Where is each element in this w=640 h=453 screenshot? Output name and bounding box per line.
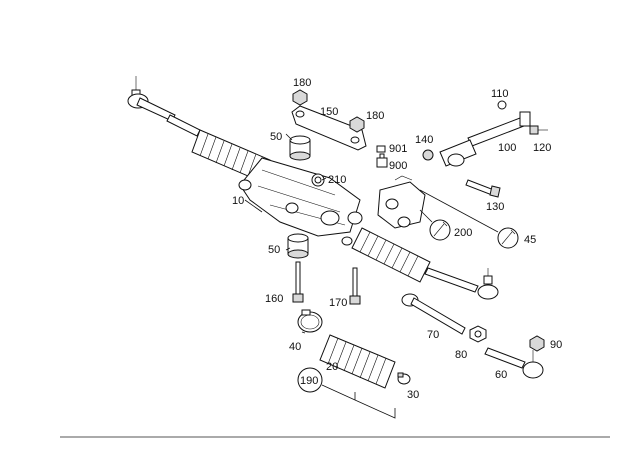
callout-110: 110 [491,88,509,100]
nut-180-left [292,89,308,106]
callout-30: 30 [407,389,419,401]
callout-180-right: 180 [366,110,384,122]
nut-180-right [349,116,365,133]
rubber-mount-upper [289,135,311,161]
callout-901: 901 [389,143,407,155]
steering-gear-housing [238,157,363,246]
nut-80 [469,325,487,343]
washer-140 [422,149,434,161]
bolt-160 [292,261,304,303]
clamp-40 [297,309,323,333]
callout-100: 100 [498,142,516,154]
connector-symbol-900 [376,153,388,168]
bolt-130 [465,179,501,198]
leader-lines [244,133,327,334]
clamp-30 [397,372,411,385]
mounting-plate [291,105,367,151]
callout-160: 160 [265,293,283,305]
bolt-170 [349,267,361,305]
left-tie-rod-end [127,76,201,137]
callout-900: 900 [389,160,407,172]
seal-ring-210 [311,173,325,187]
callout-10: 10 [232,195,244,207]
callout-120: 120 [533,142,551,154]
callout-40: 40 [289,341,301,353]
rubber-mount-lower [287,233,309,259]
washer-110 [497,100,507,110]
right-rack-bellows [351,227,431,283]
callout-150: 150 [320,106,338,118]
callout-45: 45 [524,234,536,246]
right-tie-rod-end [424,267,499,300]
bolt-120 [529,125,548,135]
callout-190: 190 [300,375,318,387]
callout-70: 70 [427,329,439,341]
repair-kit-190-indicator [297,367,396,419]
callout-60: 60 [495,369,507,381]
callout-80: 80 [455,349,467,361]
callout-210: 210 [328,174,346,186]
callout-50-lower: 50 [268,244,280,256]
tool-symbol-45 [419,189,519,249]
callout-140: 140 [415,134,433,146]
callout-180-left: 180 [293,77,311,89]
callout-90: 90 [550,339,562,351]
callout-130: 130 [486,201,504,213]
inner-tie-rod-70 [401,293,466,335]
outer-tie-rod-end-60 [484,347,544,379]
tool-symbol-200 [419,209,451,241]
callout-50-upper: 50 [270,131,282,143]
callout-170: 170 [329,297,347,309]
connector-symbol-901 [376,145,386,153]
bellows-20 [319,334,396,389]
callout-200: 200 [454,227,472,239]
steering-intermediate-shaft [439,111,531,167]
callout-20: 20 [326,361,338,373]
valve-body [377,175,426,229]
nut-90 [529,335,545,352]
